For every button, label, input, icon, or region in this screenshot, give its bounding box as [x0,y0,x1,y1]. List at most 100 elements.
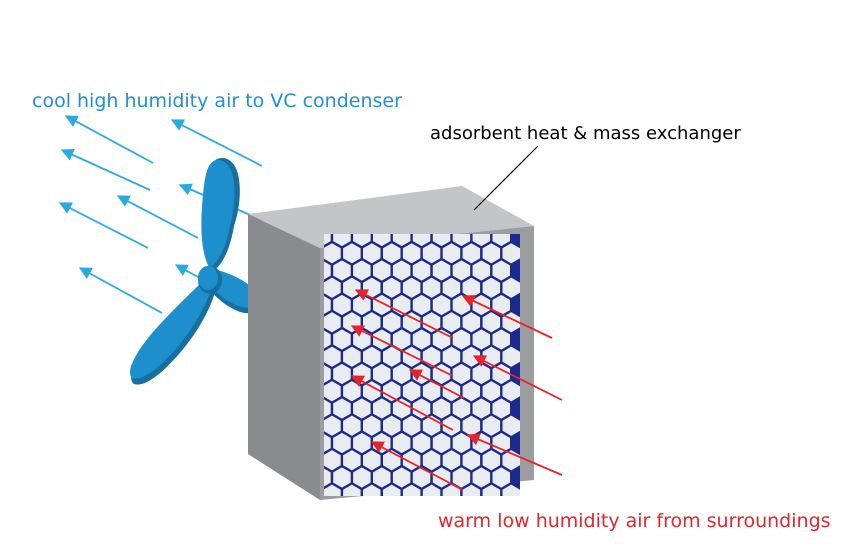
honeycomb-cell [442,415,461,436]
honeycomb-cell [392,329,411,350]
honeycomb-cell [413,502,431,522]
honeycomb-cell [392,432,411,454]
honeycomb-cell [353,398,371,419]
honeycomb-cell [343,519,361,539]
honeycomb-cell [324,434,331,452]
honeycomb-cell [393,536,411,555]
honeycomb-cell [432,260,451,281]
honeycomb-cell [353,432,371,454]
honeycomb-cell [363,312,381,333]
honeycomb-cell [412,432,431,454]
honeycomb-cell [422,381,441,402]
honeycomb-cell [482,484,501,496]
honeycomb-cell [353,260,371,281]
honeycomb-cell [473,536,491,555]
box-top-face [248,186,534,248]
honeycomb-cell [502,243,520,264]
blue-arrow-icon [64,115,154,164]
honeycomb-cell [324,346,341,367]
honeycomb-cell [492,260,510,281]
honeycomb-cell [492,234,510,247]
honeycomb-cell [472,329,491,350]
honeycomb-cell [363,519,381,539]
honeycomb-cell [412,398,431,419]
honeycomb-cell [324,330,331,349]
honeycomb-cell [452,467,471,488]
honeycomb-cell [324,415,341,436]
honeycomb-cell [482,415,501,436]
honeycomb-cell [333,536,351,555]
honeycomb-cell [432,398,451,419]
honeycomb-cell [393,502,411,522]
honeycomb-cell [402,277,421,298]
honeycomb-cell [353,467,371,488]
honeycomb-cell [462,312,481,333]
honeycomb-cell [432,467,451,488]
red-arrow-icon [408,369,465,399]
honeycomb-cell [412,234,431,247]
honeycomb-cell [333,398,351,419]
honeycomb-cell [442,243,461,264]
honeycomb-cell [383,519,401,539]
honeycomb-cell [383,484,401,496]
honeycomb-cell [502,484,520,496]
honeycomb-cell [462,415,481,436]
honeycomb-cell [324,312,341,333]
honeycomb-cell [313,502,330,522]
honeycomb-cell [392,363,411,385]
honeycomb-cell [383,312,401,333]
honeycomb-cell [324,234,331,245]
honeycomb-cell [462,277,481,298]
exchanger-label: adsorbent heat & mass exchanger [430,123,741,144]
honeycomb-cell [492,363,510,385]
honeycomb-cell [324,365,331,383]
honeycomb-cell [383,346,401,367]
honeycomb-cell [333,467,351,488]
red-arrow-icon [350,325,454,377]
honeycomb-cell [492,467,510,488]
honeycomb-cell [502,415,520,436]
honeycomb-cell [402,346,421,367]
honeycomb-cell [502,346,520,367]
honeycomb-cells [313,234,520,555]
honeycomb-cell [392,398,411,419]
honeycomb-cell [482,381,501,402]
honeycomb-cell [442,312,461,333]
honeycomb-cell [453,536,471,555]
exchanger-leader-line [473,145,539,211]
honeycomb-cell [373,467,391,488]
honeycomb-cell [373,363,391,385]
honeycomb-cell [402,312,421,333]
honeycomb-cell [383,381,401,402]
honeycomb-cell [363,243,381,264]
honeycomb-cell [402,484,421,496]
honeycomb-cell [373,260,391,281]
honeycomb-cell [412,294,431,316]
red-arrow-icon [370,441,464,491]
honeycomb-cell [482,277,501,298]
honeycomb-cell [324,296,331,314]
honeycomb-cell [343,450,361,471]
honeycomb-cell [363,450,381,471]
honeycomb-cell [422,450,441,471]
honeycomb-cell [324,243,341,264]
honeycomb-cell [392,260,411,281]
honeycomb-cell [383,277,401,298]
honeycomb-cell [353,234,371,247]
honeycomb-cell [412,467,431,488]
honeycomb-cell [333,329,351,350]
honeycomb-cell [333,260,351,281]
red-arrow-icon [350,375,454,431]
honeycomb-cell [442,277,461,298]
honeycomb-cell [442,346,461,367]
honeycomb-cell [402,243,421,264]
honeycomb-cell [324,261,331,280]
honeycomb-cell [412,260,431,281]
honeycomb-cell [472,234,491,247]
honeycomb-cell [373,502,391,522]
honeycomb-cell [432,294,451,316]
honeycomb-cell [482,243,501,264]
honeycomb-cell [324,277,341,298]
blue-arrow-icon [60,148,151,191]
honeycomb-cell [383,415,401,436]
